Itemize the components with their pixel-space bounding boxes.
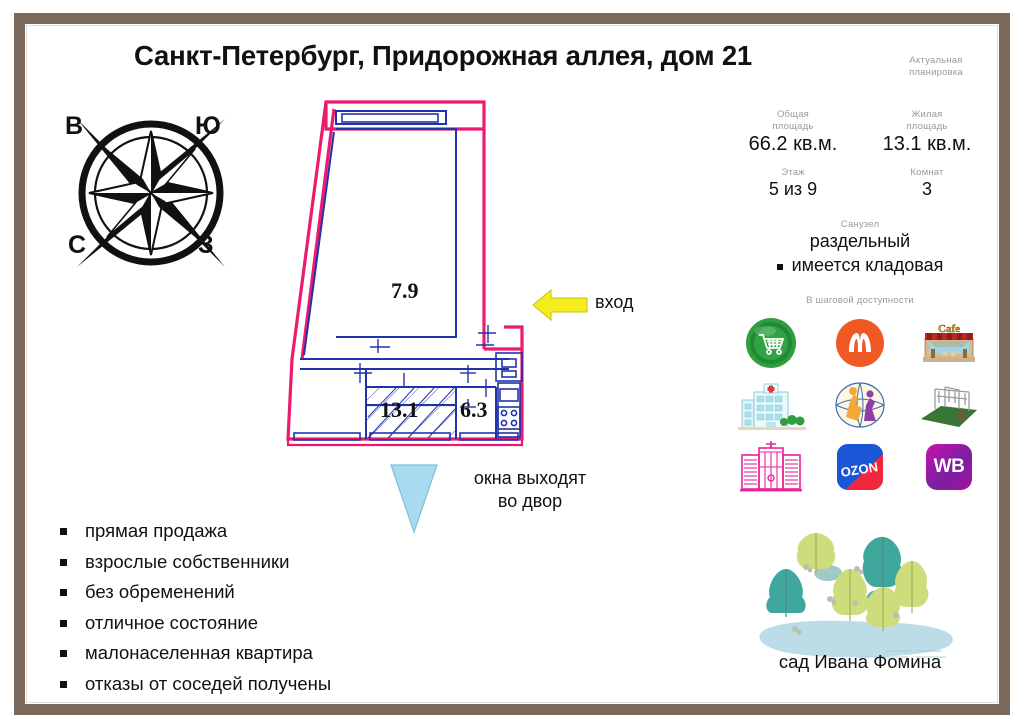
feature-text: прямая продажа [85, 520, 228, 541]
bathroom-value: раздельный [809, 231, 911, 251]
storage-text: имеется кладовая [791, 255, 944, 275]
actual-plan-line2: планировка [909, 67, 963, 78]
window-direction-triangle-icon [390, 464, 438, 534]
amenity-cafe: Cafe [912, 315, 986, 371]
area-label-kitchen: 6.3 [460, 397, 488, 422]
amenity-wildberries: WB [912, 439, 986, 495]
floor-label: Этаж [781, 167, 805, 178]
rooms-value: 3 [921, 179, 932, 199]
wildberries-tile: WB [926, 444, 972, 490]
windows-orientation-note: окна выходят во двор [388, 462, 638, 542]
actual-plan-label: Актуальная планировка [886, 55, 986, 79]
ozon-tile: OZON [837, 444, 883, 490]
bathroom-block: Санузел раздельный [726, 219, 994, 252]
living-area-label: Жилая площадь [860, 109, 994, 133]
entrance-marker: вход [531, 283, 676, 329]
compass-label-east: В [65, 112, 84, 140]
bullet-square-icon [60, 589, 67, 596]
list-item: взрослые собственники [38, 551, 438, 573]
list-item: отличное состояние [38, 612, 438, 634]
svg-text:OZON: OZON [840, 459, 879, 480]
walking-distance-label: В шаговой доступности [806, 295, 914, 306]
school-icon [740, 441, 802, 492]
fitness-icon [835, 382, 885, 428]
compass-label-west: З [198, 231, 214, 259]
rooms-label: Комнат [910, 167, 944, 178]
feature-text: взрослые собственники [85, 550, 290, 572]
actual-plan-line1: Актуальная [909, 55, 963, 66]
park-name-label: сад Ивана Фомина [778, 651, 942, 672]
amenity-playground [912, 377, 986, 433]
total-area-label-line2: площадь [772, 121, 814, 132]
playground-icon [921, 386, 977, 427]
amenities-grid: Cafe [734, 315, 986, 501]
entrance-label: вход [595, 292, 634, 312]
shopping-cart-icon [746, 318, 796, 368]
amenity-school [734, 439, 808, 495]
metro-icon [836, 319, 884, 367]
bathroom-label: Санузел [840, 219, 880, 230]
bullet-square-icon [60, 619, 67, 627]
rooms-block: Комнат 3 [860, 167, 994, 200]
amenity-ozon: OZON [823, 439, 897, 495]
feature-text: отличное состояние [85, 611, 259, 633]
living-area-block: Жилая площадь 13.1 кв.м. [860, 109, 994, 156]
bullet-square-icon [776, 263, 783, 270]
list-item: прямая продажа [38, 520, 438, 542]
list-item: отказы от соседей получены [38, 673, 438, 695]
windows-note-text: окна выходят во двор [450, 467, 610, 513]
hospital-icon [738, 383, 806, 430]
feature-text: без обременений [85, 581, 235, 602]
amenities-row-3: OZON WB [734, 439, 986, 495]
storage-note: имеется кладовая [726, 255, 994, 276]
compass-icon [77, 119, 225, 267]
area-row: Общая площадь 66.2 кв.м. Жилая площадь 1… [726, 109, 994, 156]
windows-note-line2: во двор [497, 491, 563, 511]
floor-block: Этаж 5 из 9 [726, 167, 860, 200]
feature-text: отказы от соседей получены [85, 672, 332, 694]
compass-label-south: Ю [195, 112, 221, 140]
area-label-hall: 7.9 [391, 278, 419, 303]
park-illustration [759, 533, 953, 658]
total-area-value: 66.2 кв.м. [748, 133, 838, 155]
compass-label-north: С [68, 231, 87, 259]
total-area-label: Общая площадь [726, 109, 860, 133]
card-canvas: Санкт-Петербург, Придорожная аллея, дом … [26, 25, 998, 703]
living-area-label-line1: Жилая [911, 109, 943, 120]
bullet-square-icon [60, 680, 67, 688]
amenity-shop [734, 315, 808, 371]
cafe-icon: Cafe [923, 323, 975, 362]
amenities-row-1: Cafe [734, 315, 986, 371]
compass-rose: В Ю С З [56, 103, 246, 283]
living-area-label-line2: площадь [906, 121, 948, 132]
amenity-metro [823, 315, 897, 371]
entrance-arrow-icon [532, 288, 588, 322]
feature-text: малонаселенная квартира [85, 642, 313, 663]
list-item: без обременений [38, 581, 438, 603]
list-item: малонаселенная квартира [38, 642, 438, 664]
floor-rooms-row: Этаж 5 из 9 Комнат 3 [726, 167, 994, 200]
living-area-value: 13.1 кв.м. [882, 133, 972, 155]
windows-note-line1: окна выходят [473, 468, 587, 488]
floor-value: 5 из 9 [768, 179, 818, 199]
total-area-label-line1: Общая [776, 109, 810, 120]
floor-plan-drawing [286, 100, 524, 447]
page-title: Санкт-Петербург, Придорожная аллея, дом … [134, 40, 753, 71]
bullet-square-icon [60, 650, 67, 657]
floor-plan: 7.9 13.1 6.3 [264, 87, 544, 477]
amenity-fitness [823, 377, 897, 433]
svg-text:Cafe: Cafe [938, 323, 960, 335]
total-area-block: Общая площадь 66.2 кв.м. [726, 109, 860, 156]
area-label-living-room: 13.1 [380, 397, 419, 422]
bullet-square-icon [60, 528, 67, 535]
amenities-row-2 [734, 377, 986, 433]
ozon-icon: OZON [837, 444, 883, 490]
features-list: прямая продажа взрослые собственники без… [38, 520, 438, 703]
amenity-hospital [734, 377, 808, 433]
wildberries-label: WB [933, 456, 965, 477]
bullet-square-icon [60, 558, 67, 566]
